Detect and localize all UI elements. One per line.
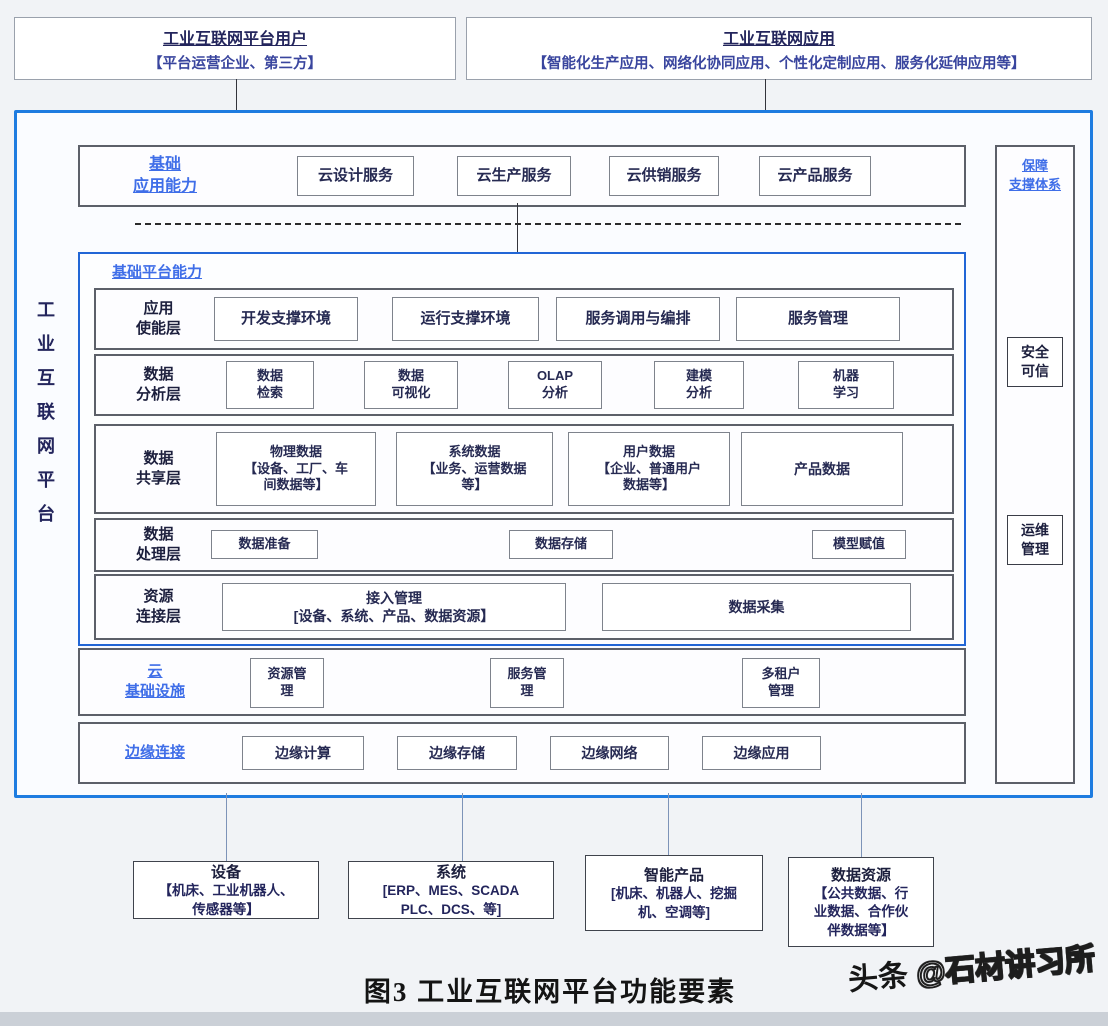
resource-connection-layer-row: 资源 连接层 接入管理 [设备、系统、产品、数据资源】 数据采集 [94, 574, 954, 640]
edge-connection-label: 边缘连接 [124, 743, 185, 761]
platform-users-box: 工业互联网平台用户 【平台运营企业、第三方】 [14, 17, 456, 80]
platform-apps-box: 工业互联网应用 【智能化生产应用、网络化协同应用、个性化定制应用、服务化延伸应用… [466, 17, 1092, 80]
bottom-bar [0, 1012, 1108, 1026]
smart-products-box: 智能产品 [机床、机器人、挖掘 机、空调等] [585, 855, 763, 931]
connector-platform-to-devices [226, 793, 227, 861]
physical-data-box: 物理数据 【设备、工厂、车 间数据等】 [216, 432, 376, 506]
olap-analysis-box: OLAP 分析 [508, 361, 602, 409]
systems-title: 系统 [435, 864, 466, 882]
cloud-production-service-box: 云生产服务 [457, 156, 571, 196]
dashed-separator [135, 223, 961, 225]
resource-connection-layer-label: 资源 连接层 [135, 587, 181, 625]
connector-platform-to-smart-products [668, 793, 669, 855]
systems-box: 系统 [ERP、MES、SCADA PLC、DCS、等] [348, 861, 554, 919]
machine-learning-box: 机器 学习 [798, 361, 894, 409]
service-orchestration-box: 服务调用与编排 [556, 297, 720, 341]
app-enable-layer-row: 应用 使能层 开发支撑环境 运行支撑环境 服务调用与编排 服务管理 [94, 288, 954, 350]
security-trust-box: 安全 可信 [1007, 337, 1063, 387]
data-processing-layer-row: 数据 处理层 数据准备 数据存储 模型赋值 [94, 518, 954, 572]
connector-appcap-to-baseplatform [517, 203, 518, 253]
systems-subtitle: [ERP、MES、SCADA PLC、DCS、等] [382, 883, 520, 917]
cloud-infrastructure-label: 云 基础设施 [124, 662, 185, 700]
ops-management-box: 运维 管理 [1007, 515, 1063, 565]
data-resources-box: 数据资源 【公共数据、行 业数据、合作伙 伴数据等】 [788, 857, 934, 947]
watermark-handle: @石材讲习所 [914, 942, 1097, 992]
app-enable-layer-label: 应用 使能层 [135, 299, 181, 337]
user-data-box: 用户数据 【企业、普通用户 数据等】 [568, 432, 730, 506]
devices-title: 设备 [210, 864, 241, 882]
connector-apps-to-platform [765, 79, 766, 110]
data-resources-subtitle: 【公共数据、行 业数据、合作伙 伴数据等】 [813, 886, 909, 938]
support-system-title: 保障 支撑体系 [1008, 158, 1061, 192]
smart-products-title: 智能产品 [643, 867, 704, 885]
resource-management-box: 资源管 理 [250, 658, 324, 708]
multi-tenant-mgmt-box: 多租户 管理 [742, 658, 820, 708]
edge-storage-box: 边缘存储 [397, 736, 517, 770]
edge-application-box: 边缘应用 [702, 736, 821, 770]
edge-network-box: 边缘网络 [550, 736, 669, 770]
data-resources-title: 数据资源 [830, 867, 891, 885]
connector-users-to-platform [236, 79, 237, 110]
smart-products-subtitle: [机床、机器人、挖掘 机、空调等] [611, 886, 737, 920]
model-assignment-box: 模型赋值 [812, 530, 906, 559]
system-data-box: 系统数据 【业务、运营数据 等】 [396, 432, 553, 506]
platform-side-label: 工 业 互 联 网 平 台 [37, 300, 55, 524]
platform-apps-subtitle: 【智能化生产应用、网络化协同应用、个性化定制应用、服务化延伸应用等】 [532, 55, 1026, 72]
edge-connection-row: 边缘连接 边缘计算 边缘存储 边缘网络 边缘应用 [78, 722, 966, 784]
cloud-product-service-box: 云产品服务 [759, 156, 871, 196]
connector-platform-to-data-resources [861, 793, 862, 857]
modeling-analysis-box: 建模 分析 [654, 361, 744, 409]
platform-apps-title: 工业互联网应用 [722, 30, 835, 48]
platform-users-subtitle: 【平台运营企业、第三方】 [148, 55, 322, 72]
cloud-infrastructure-row: 云 基础设施 资源管 理 服务管 理 多租户 管理 [78, 648, 966, 716]
data-storage-box: 数据存储 [509, 530, 613, 559]
watermark-prefix: 头条 [846, 958, 910, 997]
edge-computing-box: 边缘计算 [242, 736, 364, 770]
access-management-box: 接入管理 [设备、系统、产品、数据资源】 [222, 583, 566, 631]
data-processing-layer-label: 数据 处理层 [135, 525, 181, 563]
product-data-box: 产品数据 [741, 432, 903, 506]
service-mgmt-infra-box: 服务管 理 [490, 658, 564, 708]
service-management-box: 服务管理 [736, 297, 900, 341]
cloud-design-service-box: 云设计服务 [297, 156, 414, 196]
platform-users-title: 工业互联网平台用户 [162, 30, 307, 48]
data-analysis-layer-row: 数据 分析层 数据 检索 数据 可视化 OLAP 分析 建模 分析 机器 学习 [94, 354, 954, 416]
data-sharing-layer-label: 数据 共享层 [135, 449, 181, 487]
data-preparation-box: 数据准备 [211, 530, 318, 559]
figure-caption: 图3 工业互联网平台功能要素 [363, 977, 737, 1007]
support-system-column: 保障 支撑体系 安全 可信 运维 管理 [995, 145, 1075, 784]
cloud-supply-service-box: 云供销服务 [609, 156, 719, 196]
data-analysis-layer-label: 数据 分析层 [135, 365, 181, 403]
runtime-support-env-box: 运行支撑环境 [392, 297, 539, 341]
dev-support-env-box: 开发支撑环境 [214, 297, 358, 341]
devices-box: 设备 【机床、工业机器人、 传感器等】 [133, 861, 319, 919]
connector-platform-to-systems [462, 793, 463, 861]
base-app-capability-row: 基础 应用能力 云设计服务 云生产服务 云供销服务 云产品服务 [78, 145, 966, 207]
devices-subtitle: 【机床、工业机器人、 传感器等】 [158, 883, 294, 917]
base-platform-capability-title: 基础平台能力 [112, 264, 203, 281]
base-platform-capability-frame: 基础平台能力 应用 使能层 开发支撑环境 运行支撑环境 服务调用与编排 服务管理… [78, 252, 966, 646]
data-collection-box: 数据采集 [602, 583, 911, 631]
base-app-capability-label: 基础 应用能力 [132, 156, 197, 195]
data-visualization-box: 数据 可视化 [364, 361, 458, 409]
data-sharing-layer-row: 数据 共享层 物理数据 【设备、工厂、车 间数据等】 系统数据 【业务、运营数据… [94, 424, 954, 514]
data-retrieval-box: 数据 检索 [226, 361, 314, 409]
